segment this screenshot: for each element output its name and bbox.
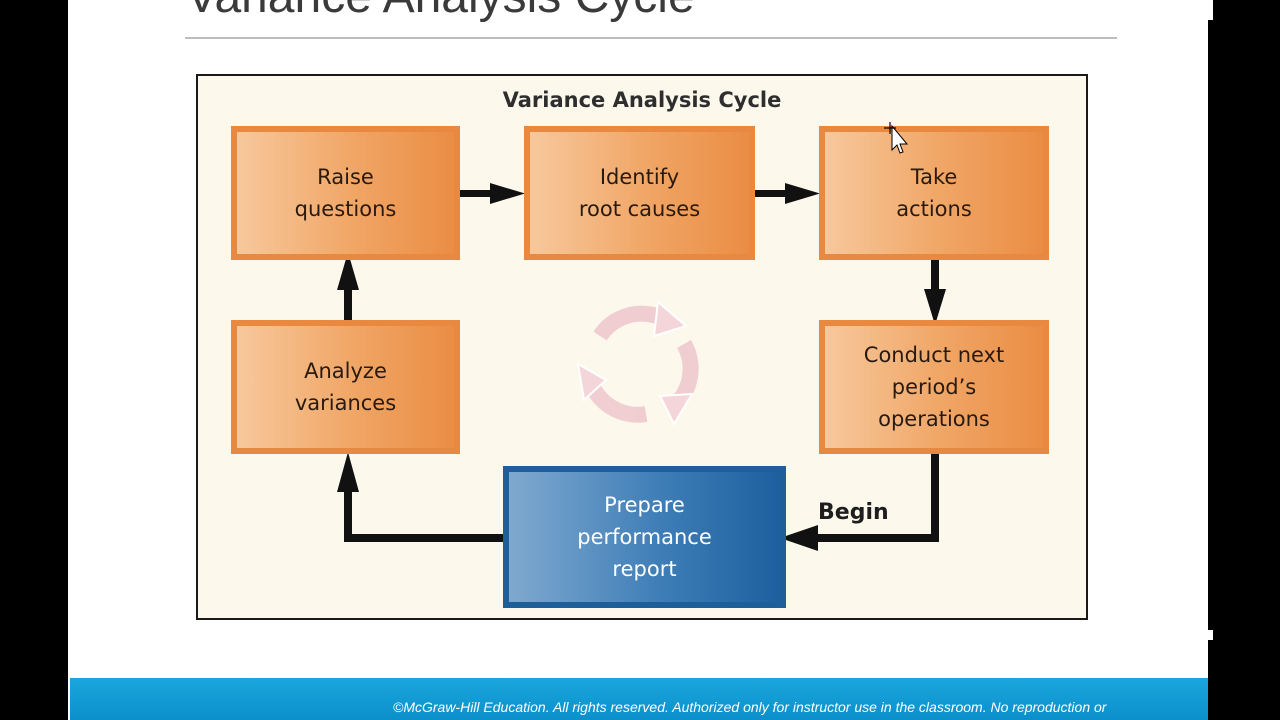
node-take-actions: Take actions bbox=[819, 126, 1049, 260]
node-identify-root-causes: Identify root causes bbox=[524, 126, 755, 260]
arrow-prepare-to-analyze bbox=[337, 452, 504, 542]
node-conduct-next-period: Conduct next period’s operations bbox=[819, 320, 1049, 454]
arrow-raise-to-identify bbox=[459, 183, 525, 204]
node-raise-questions: Raise questions bbox=[231, 126, 460, 260]
arrow-take-to-conduct bbox=[924, 260, 946, 325]
right-edge-strip bbox=[1208, 0, 1280, 720]
arrow-identify-to-take bbox=[754, 183, 820, 204]
node-label: Analyze variances bbox=[294, 359, 397, 415]
node-label: Prepare performance report bbox=[577, 493, 712, 581]
move-cursor-icon bbox=[884, 122, 909, 154]
footer-bar bbox=[70, 678, 1208, 720]
node-label: Conduct next period’s operations bbox=[863, 343, 1005, 431]
node-analyze-variances: Analyze variances bbox=[231, 320, 460, 454]
node-label: Identify root causes bbox=[578, 165, 701, 221]
node-prepare-performance-report: Prepare performance report bbox=[503, 466, 786, 608]
arrow-conduct-to-prepare bbox=[780, 454, 939, 551]
arrow-analyze-to-raise bbox=[337, 252, 359, 320]
edge-tick bbox=[1208, 630, 1213, 640]
diagram-title: Variance Analysis Cycle bbox=[502, 88, 782, 112]
cycle-arrows-icon bbox=[576, 300, 699, 427]
edge-tick bbox=[1208, 0, 1213, 20]
slide-title: Variance Analysis Cycle bbox=[186, 0, 695, 26]
copyright-footer: ©McGraw-Hill Education. All rights reser… bbox=[393, 699, 1107, 715]
node-label: Raise questions bbox=[294, 165, 397, 221]
title-divider bbox=[185, 37, 1117, 39]
node-label: Take actions bbox=[896, 165, 972, 221]
begin-label: Begin bbox=[818, 500, 889, 525]
